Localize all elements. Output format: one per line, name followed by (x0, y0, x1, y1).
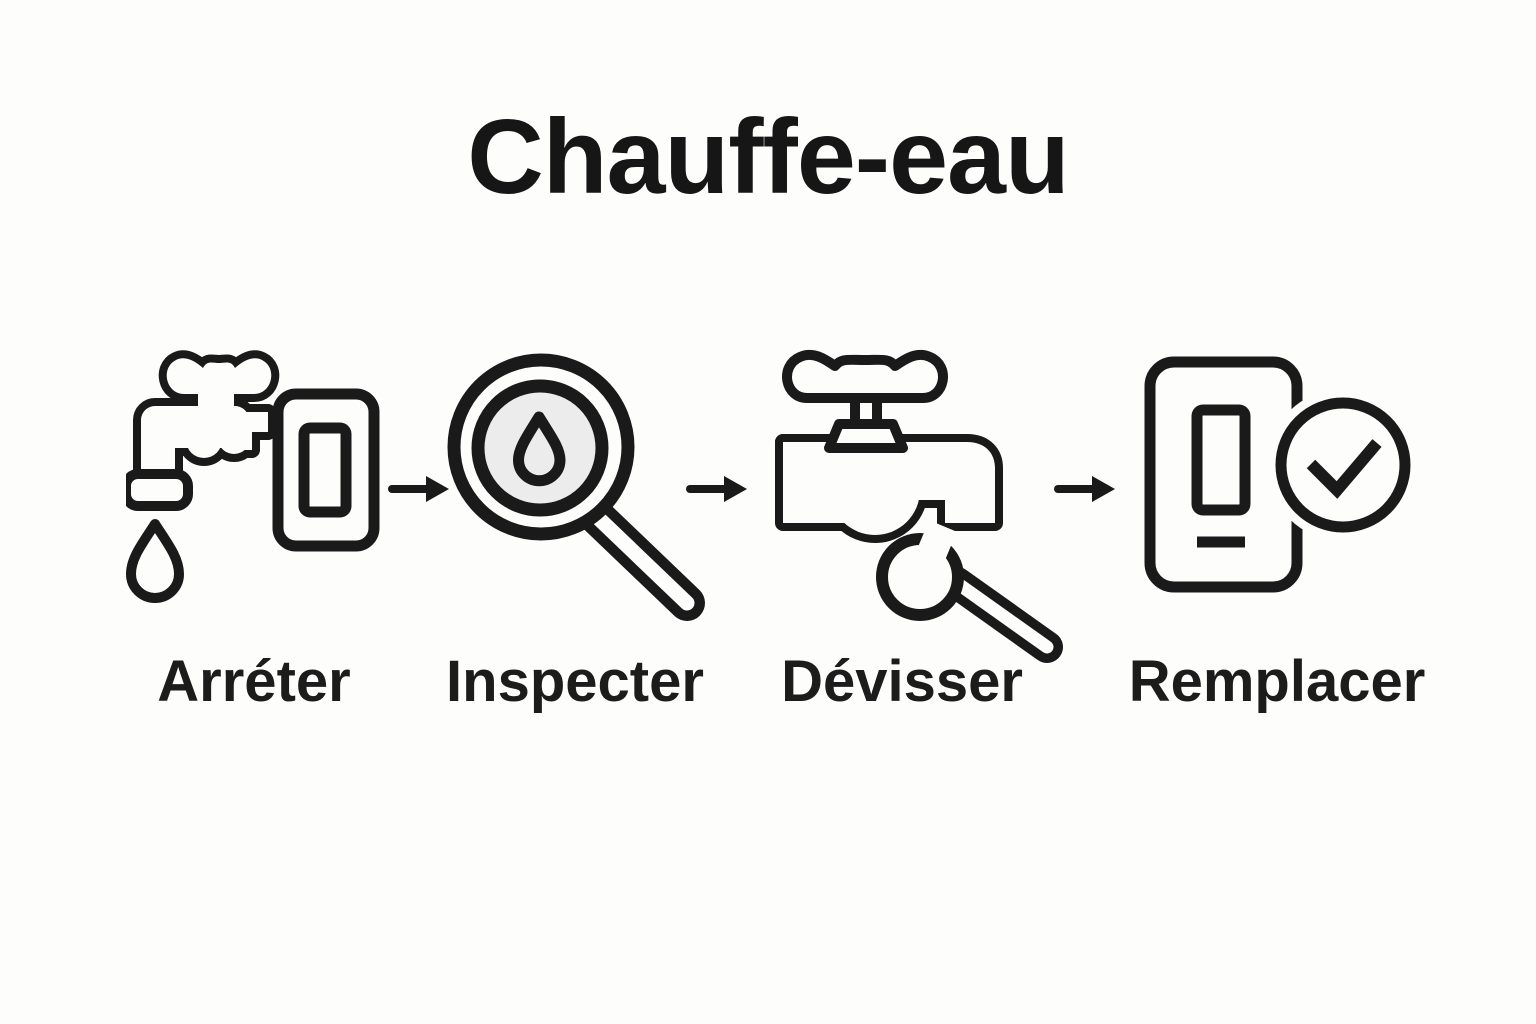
heater-panel-check-icon (1144, 356, 1419, 593)
step-label-devisser: Dévisser (781, 649, 1023, 714)
step-label-inspecter: Inspecter (446, 649, 704, 714)
arrow-right-icon (388, 476, 449, 502)
faucet-wrench-icon (775, 349, 1063, 663)
step-label-remplacer: Remplacer (1128, 649, 1426, 714)
faucet-drip-power-switch-icon (126, 346, 380, 603)
step-label-arreter: Arréter (157, 649, 351, 714)
page-title: Chauffe-eau (467, 98, 1070, 216)
arrow-right-icon (1054, 476, 1115, 502)
magnifier-water-drop-icon (447, 353, 705, 621)
arrow-right-icon (686, 476, 747, 502)
